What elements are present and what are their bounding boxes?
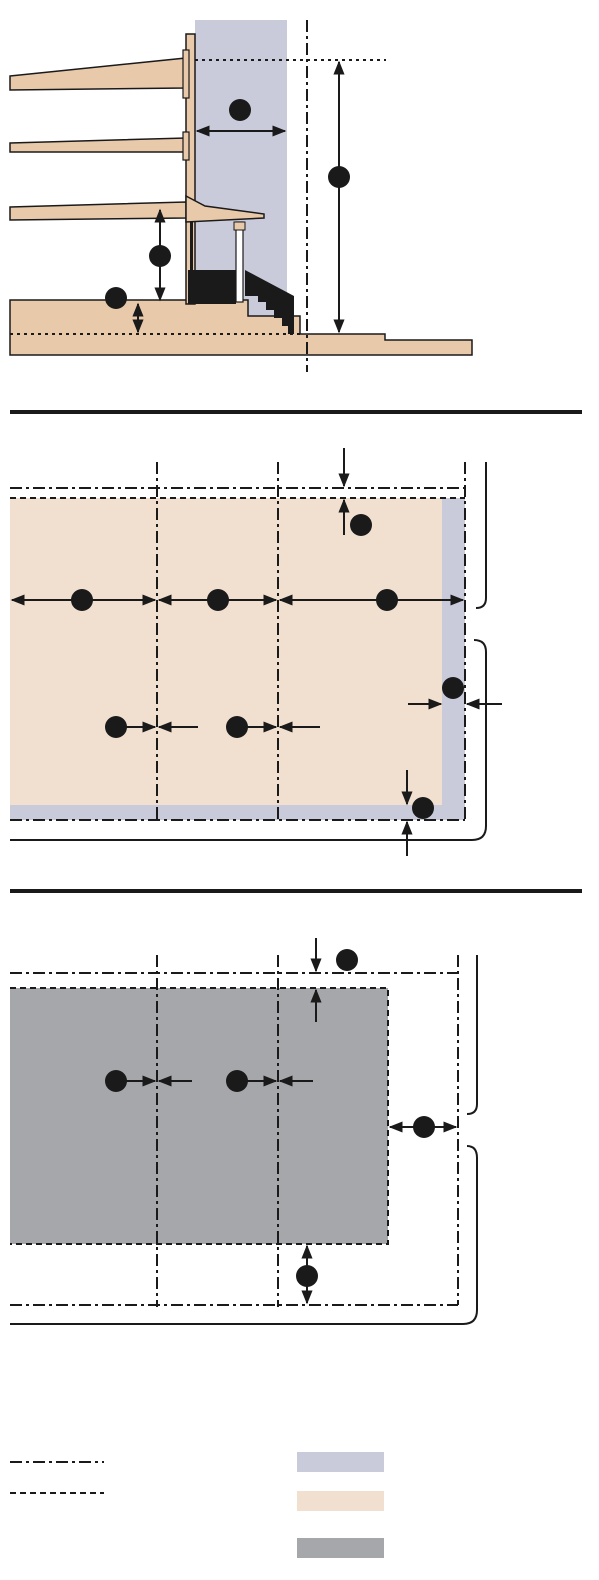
- legend: [10, 1452, 384, 1558]
- canopy-column: [235, 221, 244, 303]
- lavender-setback-strip: [440, 498, 465, 820]
- callout-dot: [149, 245, 171, 267]
- callout-dot: [412, 797, 434, 819]
- bracket-lower: [10, 639, 487, 841]
- callout-dot: [376, 589, 398, 611]
- floor-slab-middle: [9, 137, 187, 153]
- callout-dot: [328, 166, 350, 188]
- bracket-upper: [475, 462, 487, 609]
- callout-dot: [71, 589, 93, 611]
- floor-plan-setbacks: [10, 448, 502, 856]
- building-footprint-setbacks: [10, 938, 478, 1325]
- callout-dot: [226, 1070, 248, 1092]
- canopy-column-cap: [233, 221, 246, 231]
- bracket-lower: [10, 1145, 478, 1325]
- entrance-gate: [190, 222, 193, 272]
- stairs: [245, 270, 294, 334]
- bracket-upper: [466, 955, 478, 1115]
- callout-dot: [296, 1265, 318, 1287]
- building-footprint: [10, 988, 388, 1244]
- lavender-setback-strip: [10, 805, 465, 820]
- callout-dot: [350, 514, 372, 536]
- callout-dot: [336, 949, 358, 971]
- callout-dot: [442, 677, 464, 699]
- slab-joint: [182, 131, 190, 161]
- legend-swatch-tan: [297, 1491, 384, 1511]
- callout-dot: [207, 589, 229, 611]
- callout-dot: [229, 99, 251, 121]
- callout-dot: [105, 1070, 127, 1092]
- footprint-dashed-outline: [10, 987, 389, 1245]
- section-view: [9, 20, 473, 372]
- legend-swatch-gray: [297, 1538, 384, 1558]
- legend-swatch-lavender: [297, 1452, 384, 1472]
- callout-dot: [105, 287, 127, 309]
- entrance-canopy: [185, 194, 265, 223]
- floor-slab-top: [9, 57, 187, 91]
- buildable-area: [10, 498, 442, 805]
- slab-joint: [182, 49, 190, 99]
- callout-dot: [413, 1116, 435, 1138]
- entrance-opening: [188, 270, 236, 304]
- ground-podium: [9, 299, 473, 356]
- callout-dot: [226, 716, 248, 738]
- callout-dot: [105, 716, 127, 738]
